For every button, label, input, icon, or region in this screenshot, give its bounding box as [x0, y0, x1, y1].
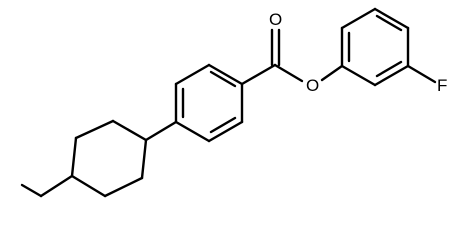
fluorine-label: F	[437, 76, 447, 95]
ethyl-ch3-bond	[20, 183, 43, 198]
aryl-carbonyl-bond	[240, 63, 277, 86]
fluorophenyl-inner-bond	[375, 14, 403, 32]
benzene-bond	[174, 120, 211, 143]
benzene-bond	[207, 63, 244, 86]
benzene-bond	[174, 63, 211, 86]
fluorophenyl-bond	[340, 7, 377, 30]
benzene-inner-bond	[209, 70, 237, 88]
ring-link-bond	[144, 120, 178, 142]
ester-bond	[273, 63, 304, 83]
cyclohexane-bond	[70, 136, 78, 178]
cyclohexane-bond	[74, 119, 115, 140]
ester-oxygen-label: O	[306, 76, 319, 95]
cyclohexane-bond	[70, 174, 107, 198]
structure-canvas: O O F	[20, 7, 448, 198]
ester-aryl-bond	[320, 64, 344, 82]
fluorophenyl-bond	[373, 7, 410, 30]
cyclohexane-bond	[111, 119, 148, 142]
fluorophenyl-bond	[340, 64, 377, 87]
carbonyl-oxygen-label: O	[269, 10, 282, 29]
carbon-fluorine-bond	[406, 64, 437, 84]
cyclohexane-bond	[140, 138, 148, 180]
ethyl-ch2-bond	[39, 174, 74, 198]
benzene-bond	[207, 120, 244, 143]
benzene-inner-bond	[209, 116, 237, 134]
molecule-diagram: O O F	[20, 7, 447, 198]
cyclohexane-bond	[103, 176, 144, 198]
fluorophenyl-inner-bond	[375, 60, 403, 78]
fluorophenyl-bond	[373, 64, 410, 87]
